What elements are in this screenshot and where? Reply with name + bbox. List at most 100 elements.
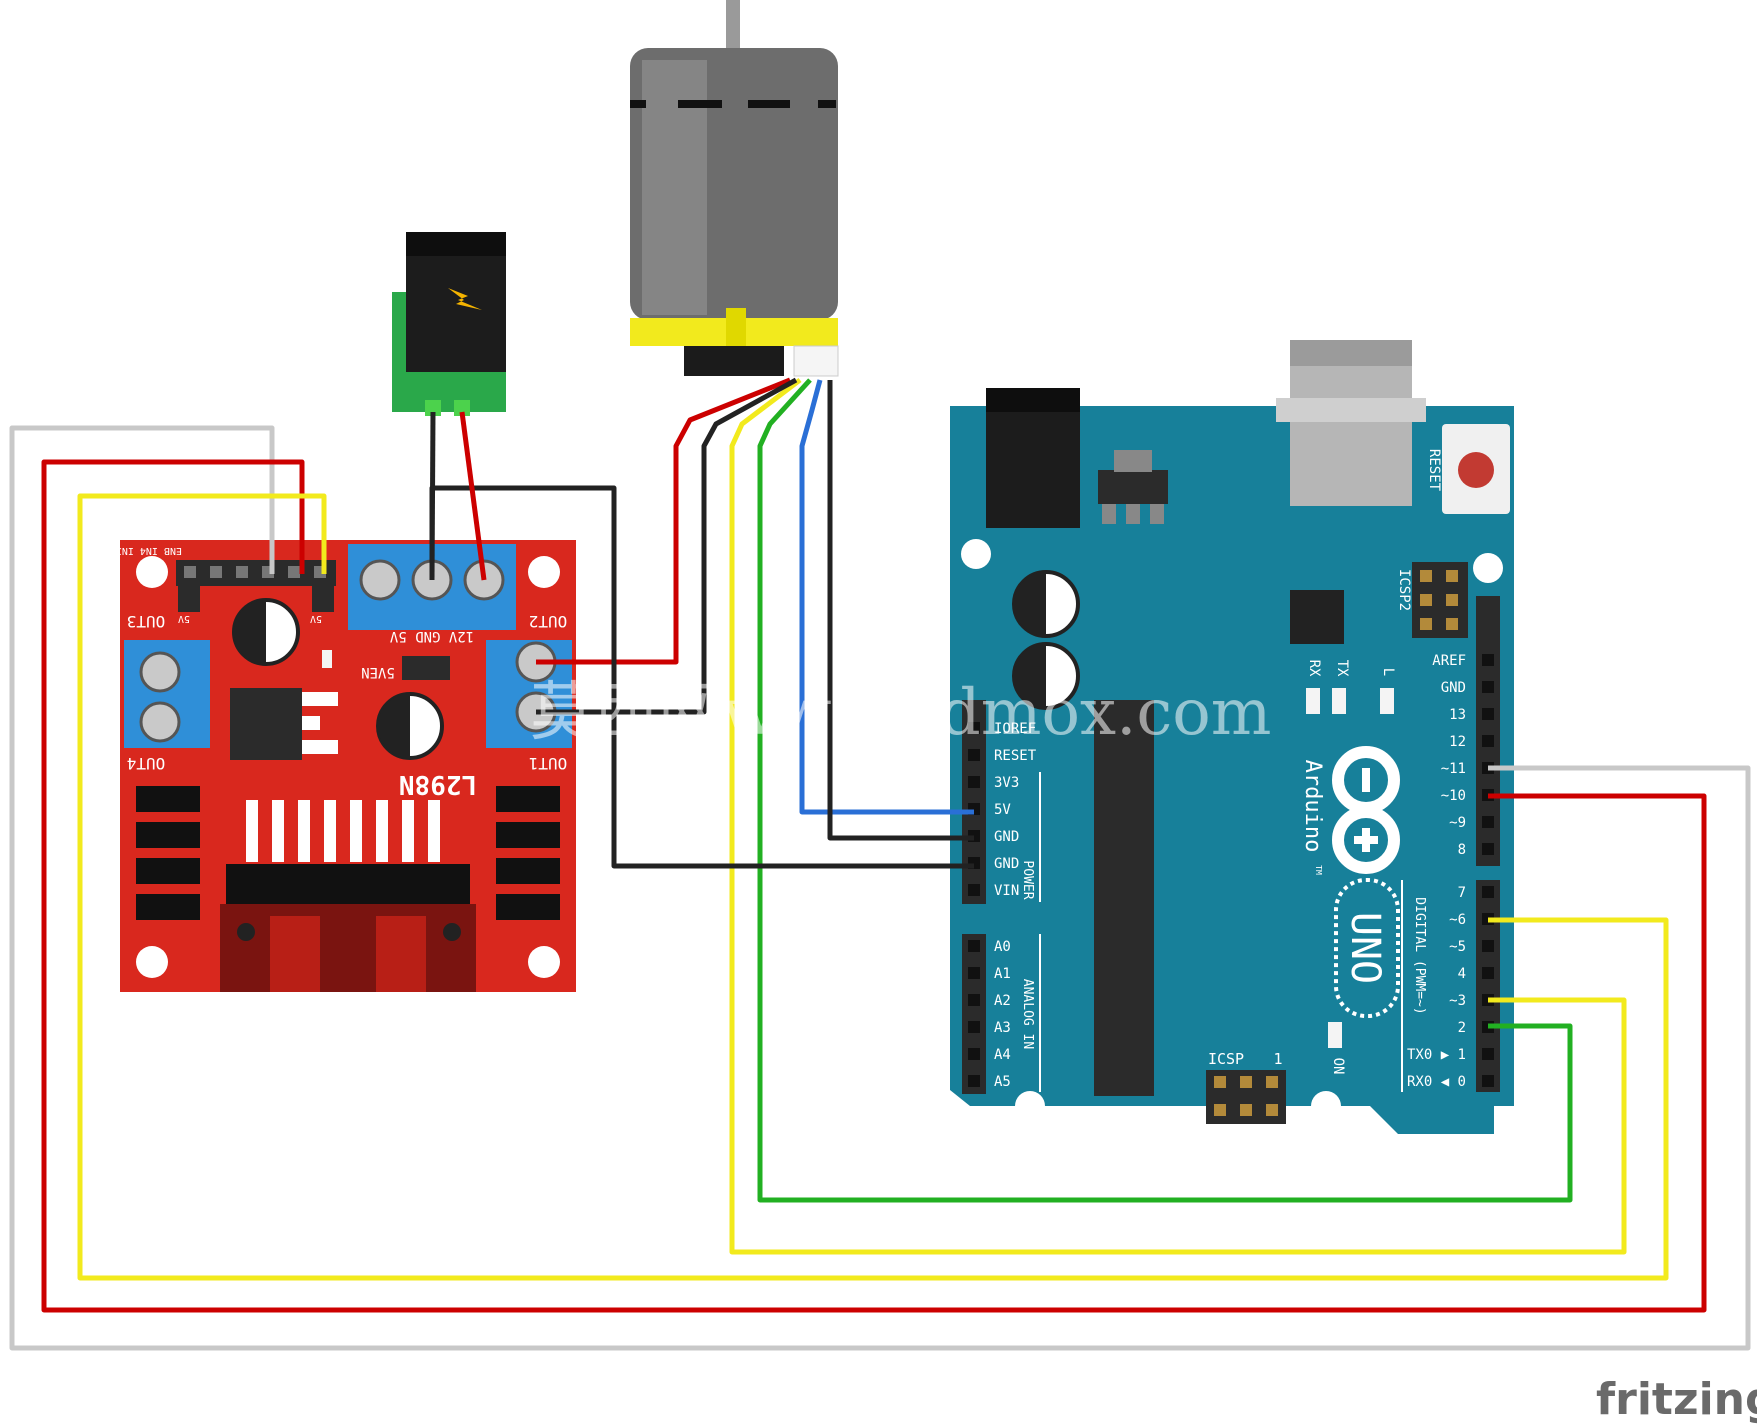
header-pin-labels: IOREFRESET3V35VGNDGNDVINA0A1A2A3A4A5AREF… [994, 653, 1466, 1090]
analog-pin [968, 994, 980, 1006]
jack-pin [454, 400, 470, 416]
l-led [1380, 688, 1394, 714]
power-pin-label: 3V3 [994, 775, 1019, 791]
motor-slot [818, 100, 836, 108]
jack-top [406, 232, 506, 256]
l-label: L [1380, 668, 1396, 676]
header-top-label: ENB IN4 IN3 IN2 IN1 ENA [44, 545, 182, 556]
regulator-pin [302, 740, 338, 754]
digital-pin [1482, 1075, 1494, 1087]
motor-band-tab [726, 308, 746, 348]
regulator-pin [302, 716, 320, 730]
analog-pin [968, 967, 980, 979]
wire-black-enc-gnd [827, 380, 974, 841]
power-pin [968, 776, 980, 788]
label-5v-right: 5V [310, 613, 322, 624]
motor-shaft [726, 0, 740, 48]
5ven-label: 5VEN [361, 664, 395, 680]
dc-motor [630, 0, 839, 377]
digital-pin [1482, 1048, 1494, 1060]
jack-pin [425, 400, 441, 416]
on-led [1328, 1022, 1342, 1048]
capacitor-stripe [378, 694, 410, 758]
wire-yellow-enc-a [729, 378, 1627, 1255]
wire-green-enc-b [757, 378, 1573, 1203]
icsp2-header [1412, 562, 1468, 638]
uno-badge [1334, 878, 1400, 1018]
fritzing-logo: fritzing [1596, 1374, 1757, 1424]
out2-label: OUT2 [529, 612, 568, 631]
screw-terminal-icon [139, 701, 181, 743]
reset-button-cap[interactable] [1458, 452, 1494, 488]
digital-pin [1482, 967, 1494, 979]
jumper [178, 586, 200, 612]
mount-hole [1473, 553, 1503, 583]
digital-pin-label: AREF [1432, 653, 1466, 669]
motor-body-highlight [642, 60, 707, 315]
digital-pin-label: ~10 [1441, 788, 1466, 804]
wire-blue-enc-vcc [799, 379, 974, 815]
power-pin-label: GND [994, 856, 1019, 872]
analog-pin-label: A1 [994, 966, 1011, 982]
voltage-regulator [1098, 470, 1168, 504]
mount-hole [961, 539, 991, 569]
mount-hole [528, 556, 560, 588]
mount-hole [1015, 1091, 1045, 1121]
power-jack [392, 232, 506, 416]
brand-label: Arduino [1300, 760, 1325, 853]
regulator-pin [302, 692, 338, 706]
digital-pin-label: 4 [1458, 966, 1466, 982]
analog-pin [968, 1075, 980, 1087]
wire-black-jack-gnd [429, 411, 436, 581]
power-pin-label: VIN [994, 883, 1019, 899]
analog-pin [968, 940, 980, 952]
l298n-chip [220, 800, 476, 992]
rx-led [1306, 688, 1320, 714]
out3-label: OUT3 [127, 612, 166, 631]
screw-terminal-icon [139, 651, 181, 693]
power-pin-label: RESET [994, 748, 1037, 764]
analog-pin-label: A3 [994, 1020, 1011, 1036]
digital-pin [1482, 654, 1494, 666]
digital-header-bottom [1476, 880, 1500, 1092]
infinity-logo-icon [1332, 746, 1400, 874]
digital-pin [1482, 708, 1494, 720]
power-pin [968, 884, 980, 896]
led [322, 650, 332, 668]
power-header-label: POWER [1020, 860, 1035, 899]
digital-pin-label: 8 [1458, 842, 1466, 858]
wire-black-motor [536, 377, 798, 715]
jumper [312, 586, 334, 612]
capacitor-stripe [1014, 572, 1046, 636]
screw-terminal-icon [359, 559, 401, 601]
wire-white-ena [9, 425, 1751, 1351]
chip-label: L298N [399, 769, 477, 799]
digital-pin-label: 7 [1458, 885, 1466, 901]
digital-pin-label: ~5 [1449, 939, 1466, 955]
digital-pin [1482, 735, 1494, 747]
motor-connector [793, 345, 839, 377]
header-pins [968, 654, 1494, 1087]
digital-pin-label: ~11 [1441, 761, 1466, 777]
digital-pin [1482, 843, 1494, 855]
usb-connector [1290, 340, 1412, 506]
l298n-driver: ENB IN4 IN3 IN2 IN1 ENA 5V 5V 12V GND 5V… [44, 540, 576, 992]
out1-label: OUT1 [529, 754, 568, 773]
digital-pin-label: 12 [1449, 734, 1466, 750]
analog-pin-label: A2 [994, 993, 1011, 1009]
control-header [176, 560, 336, 586]
power-pin-label: GND [994, 829, 1019, 845]
power-pin-label: IOREF [994, 721, 1036, 737]
usb-chip [1290, 590, 1344, 644]
analog-pin-label: A4 [994, 1047, 1011, 1063]
wire-red-motor [536, 377, 791, 665]
icsp2-label: ICSP2 [1396, 569, 1412, 611]
out4-label: OUT4 [127, 754, 166, 773]
atmega-chip [1094, 700, 1154, 1096]
lightning-bolt-icon [448, 288, 482, 310]
motor-slot [630, 100, 646, 108]
digital-pin [1482, 886, 1494, 898]
digital-pin-label: ~3 [1449, 993, 1466, 1009]
diodes-left [136, 786, 200, 920]
